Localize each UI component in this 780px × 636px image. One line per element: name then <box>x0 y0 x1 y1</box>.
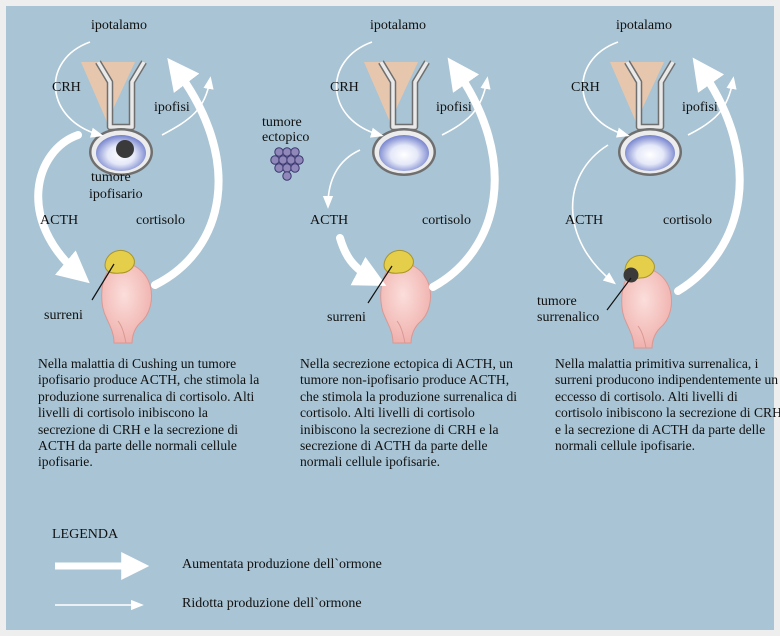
tumor-label-2a: tumore <box>262 115 302 130</box>
panel-1: ipotalamo CRH ipofisi tumore ipofisario … <box>34 18 223 344</box>
tumor-label-1b: ipofisario <box>89 187 143 202</box>
acth-label-2: ACTH <box>310 213 348 228</box>
acth-arrow-1 <box>34 131 90 284</box>
feedback-arrow-1 <box>161 76 214 136</box>
pituitary-label-3: ipofisi <box>682 100 718 115</box>
description-panel-2: Nella secrezione ectopica di ACTH, un tu… <box>300 356 518 470</box>
hypothalamus-label-3: ipotalamo <box>616 18 672 33</box>
adrenal-pointer-1 <box>91 263 115 301</box>
cortisol-label-3: cortisolo <box>663 213 712 228</box>
description-panel-3: Nella malattia primitiva surrenalica, i … <box>555 356 780 454</box>
crh-arrow-2 <box>335 41 384 138</box>
tumor-label-3b: surrenalico <box>537 310 599 325</box>
crh-arrow-3 <box>582 41 630 138</box>
legend-title: LEGENDA <box>52 527 119 542</box>
pituitary-tumor-1 <box>116 140 134 158</box>
adrenal-pointer-2 <box>367 265 393 304</box>
legend-thick-label: Aumentata produzione dell`ormone <box>182 557 382 572</box>
panel-2: ipotalamo CRH ipofisi tumore ectopico AC… <box>262 18 499 344</box>
ectopic-tumor-cells <box>270 147 304 181</box>
acth-arrow-2 <box>336 234 387 286</box>
acth-label-1: ACTH <box>40 213 78 228</box>
pituitary-gland-3 <box>610 62 682 176</box>
description-panel-1: Nella malattia di Cushing un tumore ipof… <box>38 356 260 470</box>
crh-label-2: CRH <box>330 80 359 95</box>
adrenal-pointer-3 <box>606 277 632 311</box>
legend-thin-label: Ridotta produzione dell`ormone <box>182 596 362 611</box>
acth-reduced-arrow-2 <box>322 149 361 209</box>
pituitary-label-1: ipofisi <box>154 100 190 115</box>
feedback-arrow-2 <box>441 76 491 136</box>
tumor-label-2b: ectopico <box>262 130 309 145</box>
cortisol-arrow-1 <box>151 57 223 289</box>
adrenal-tumor-3 <box>623 267 639 283</box>
cortisol-label-2: cortisolo <box>422 213 471 228</box>
adrenal-label-2: surreni <box>327 310 366 325</box>
adrenal-kidney-2 <box>380 249 432 344</box>
pituitary-label-2: ipofisi <box>436 100 472 115</box>
crh-label-3: CRH <box>571 80 600 95</box>
panel-3: ipotalamo CRH ipofisi ACTH cortisolo tum… <box>537 18 744 349</box>
adrenal-label-1: surreni <box>44 308 83 323</box>
pituitary-gland-1 <box>81 62 153 176</box>
hypothalamus-label-1: ipotalamo <box>91 18 147 33</box>
cortisol-arrow-3 <box>674 57 744 295</box>
cortisol-arrow-2 <box>429 57 499 291</box>
acth-label-3: ACTH <box>565 213 603 228</box>
feedback-arrow-3 <box>687 76 737 136</box>
crh-arrow-1 <box>54 41 104 138</box>
acth-reduced-arrow-3 <box>571 144 617 285</box>
tumor-label-1a: tumore <box>91 170 131 185</box>
adrenal-kidney-1 <box>101 249 153 344</box>
cortisol-label-1: cortisolo <box>136 213 185 228</box>
crh-label-1: CRH <box>52 80 81 95</box>
tumor-label-3a: tumore <box>537 294 577 309</box>
hypothalamus-label-2: ipotalamo <box>370 18 426 33</box>
pituitary-gland-2 <box>364 62 436 176</box>
